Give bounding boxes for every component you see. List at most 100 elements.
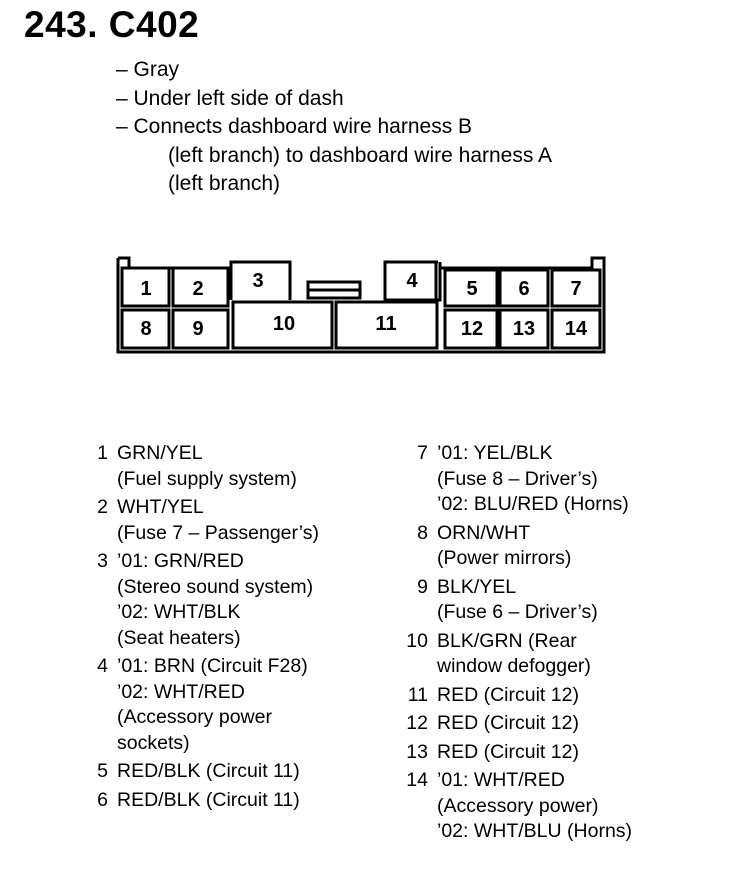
description-line: (left branch) to dashboard wire harness … (168, 143, 553, 167)
pin-description-line: (Accessory power (117, 706, 272, 728)
description-line: – Connects dashboard wire harness B (116, 115, 473, 138)
pin-number: 8 (417, 521, 428, 544)
pin-entry: 4 ’01: BRN (Circuit F28)’02: WHT/RED(Acce… (80, 654, 319, 756)
pin-number: 13 (406, 740, 428, 763)
pin-description-line: ’01: YEL/BLK (437, 442, 553, 464)
pin-description: ORN/WHT (Power mirrors) (437, 521, 632, 572)
pin-description: BLK/YEL (Fuse 6 – Driver’s) (437, 575, 632, 626)
cell-14 (550, 308, 602, 350)
pin-description-line: ’02: BLU/RED (Horns) (437, 493, 629, 515)
pin-4-slot (383, 260, 438, 300)
pin-description-line: GRN/YEL (117, 442, 203, 464)
pin-description-line: ’01: BRN (Circuit F28) (117, 655, 308, 677)
pin-description: ’01: YEL/BLK (Fuse 8 – Driver’s) ’02: BLU/… (437, 441, 632, 518)
pin-description-line: (Fuse 7 – Passenger’s) (117, 521, 319, 544)
pin-description-line: BLK/YEL (437, 575, 517, 598)
pin-description-line: (Accessory power) (437, 794, 599, 817)
pin-description-line: (Fuse 8 – Driver’s) (437, 467, 598, 490)
cell-label: 14 (565, 318, 588, 340)
pin-description-line: ’01: WHT/RED (437, 769, 565, 791)
cell-label: 1 (140, 278, 151, 300)
pin-description-line: (Stereo sound system) (117, 575, 314, 598)
pin-description-line: RED/BLK (Circuit 11) (117, 760, 300, 782)
pin-entry: 7 ’01: YEL/BLK (Fuse 8 – Driver’s) ’02: BLU… (400, 441, 632, 518)
pin-entry: 12 RED (Circuit 12) (400, 711, 632, 737)
pin-number: 6 (97, 788, 108, 811)
pin-number: 10 (406, 629, 428, 652)
pin-3-slot (229, 260, 292, 300)
cell-label: 11 (375, 313, 396, 335)
pin-entry: 11 RED (Circuit 12) (400, 683, 632, 709)
cell-label: 5 (466, 278, 477, 300)
pin-description-line: sockets) (117, 731, 190, 754)
cell-7 (550, 268, 602, 308)
description-line: (left branch) (168, 172, 281, 195)
cell-5 (443, 268, 499, 308)
cell-label: 8 (140, 318, 151, 340)
cell-label: 13 (513, 318, 535, 340)
pin-number: 4 (97, 655, 108, 677)
cell-6 (498, 268, 550, 308)
pin-description: RED (Circuit 12) (437, 711, 632, 737)
pin-description: RED (Circuit 12) (437, 683, 632, 709)
pin-number: 14 (406, 769, 428, 791)
pin-number: 9 (417, 575, 428, 598)
pin-description: ’01: BRN (Circuit F28)’02: WHT/RED(Acces… (117, 654, 319, 756)
cell-label: 3 (252, 270, 263, 292)
pin-description-line: BLK/GRN (Rear (437, 629, 577, 652)
cell-11 (334, 300, 439, 350)
pin-description-line: RED (Circuit 12) (437, 712, 579, 734)
pin-description-line: WHT/YEL (117, 496, 204, 518)
pin-number: 1 (97, 442, 108, 464)
pin-description: ’01: GRN/RED(Stereo sound system)’02: WH… (117, 549, 319, 651)
cell-label: 9 (192, 318, 203, 340)
pin-description-line: RED (Circuit 12) (437, 683, 579, 706)
cell-label: 12 (461, 318, 483, 340)
pin-description-line: RED (Circuit 12) (437, 740, 579, 763)
pin-number: 3 (97, 550, 108, 572)
pin-entry: 1 GRN/YEL (Fuel supply system) (80, 441, 319, 492)
pin-description-line: (Power mirrors) (437, 547, 572, 569)
connector-description: – Gray – Under left side of dash – Conne… (116, 56, 552, 199)
pin-description: BLK/GRN (Rear window defogger) (437, 629, 632, 680)
cell-label: 2 (192, 278, 203, 300)
pin-description-line: window defogger) (437, 655, 591, 677)
description-line: – Gray (116, 58, 180, 81)
connector-face-diagram: 1 2 3 4 5 6 7 8 9 10 11 12 13 14 (116, 256, 606, 354)
pin-entry: 9 BLK/YEL (Fuse 6 – Driver’s) (400, 575, 632, 626)
cell-12 (443, 308, 499, 350)
pin-description: RED (Circuit 12) (437, 740, 632, 766)
cell-1 (120, 266, 171, 308)
pin-number: 5 (97, 760, 108, 782)
pin-description-line: (Fuel supply system) (117, 467, 297, 490)
pin-description-line: RED/BLK (Circuit 11) (117, 788, 300, 811)
pin-description-line: ORN/WHT (437, 521, 531, 544)
pin-entry: 6 RED/BLK (Circuit 11) (80, 788, 319, 814)
pin-entry: 13 RED (Circuit 12) (400, 740, 632, 766)
pin-description: WHT/YEL (Fuse 7 – Passenger’s) (117, 495, 319, 546)
page-title: 243. C402 (24, 4, 200, 45)
pin-entry: 8 ORN/WHT (Power mirrors) (400, 521, 632, 572)
cell-9 (171, 308, 230, 350)
pin-description: GRN/YEL (Fuel supply system) (117, 441, 319, 492)
pin-list-right: 7 ’01: YEL/BLK (Fuse 8 – Driver’s) ’02: BLU… (400, 441, 632, 845)
pin-number: 12 (406, 712, 428, 734)
cell-8 (120, 308, 171, 350)
cell-13 (498, 308, 550, 350)
cell-label: 4 (406, 270, 418, 292)
pin-description-line: ’01: GRN/RED (117, 550, 244, 572)
pin-description-line: (Seat heaters) (117, 626, 241, 649)
pin-number: 11 (407, 683, 428, 706)
pin-description: RED/BLK (Circuit 11) (117, 759, 319, 785)
pin-description: ’01: WHT/RED (Accessory power) ’02: WHT/BL… (437, 768, 632, 845)
cell-2 (171, 266, 230, 308)
cell-label: 10 (273, 313, 295, 335)
cell-label: 6 (518, 278, 529, 300)
pin-description-line: ’02: WHT/BLU (Horns) (437, 820, 633, 842)
pin-description-line: (Fuse 6 – Driver’s) (437, 601, 598, 623)
connector-housing (116, 256, 606, 354)
cell-10 (231, 300, 334, 350)
pin-number: 7 (417, 442, 428, 464)
